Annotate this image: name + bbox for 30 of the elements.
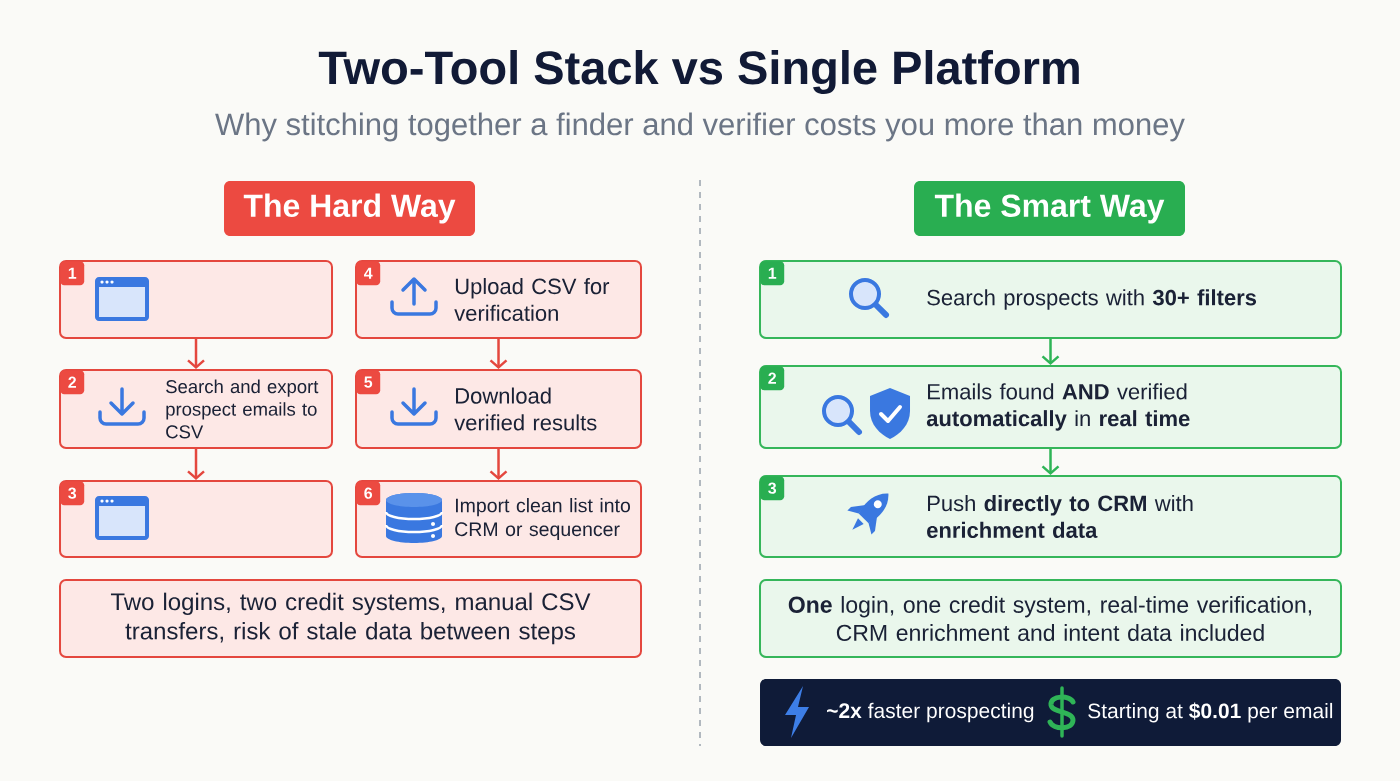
step-text: Search prospects with 30+ filters [927, 289, 1257, 310]
step-number: 4 [356, 261, 381, 286]
step-number: 1 [60, 261, 85, 286]
step-text: Import clean list into CRM or sequencer [455, 498, 630, 540]
step-number: 2 [60, 370, 85, 395]
step-text: Search and export prospect emails to CSV [166, 379, 319, 439]
section-header: The Hard Way [224, 181, 475, 236]
step-number: 2 [760, 366, 785, 391]
arrow [187, 449, 205, 480]
arrow [1041, 449, 1060, 475]
step-text: Download verified results [454, 387, 597, 431]
section-header: The Smart Way [914, 181, 1185, 236]
stat-text: Starting at $0.01 per email [1088, 702, 1333, 723]
stat-text: ~2x faster prospecting [827, 702, 1034, 723]
step-number: 5 [356, 370, 381, 395]
title: Two-Tool Stack vs Single Platform [318, 50, 1079, 94]
arrow [187, 339, 205, 369]
arrow [489, 339, 508, 369]
subtitle: Why stitching together a finder and verifier costs you more than money [215, 112, 1185, 142]
step-number: 1 [760, 261, 785, 286]
step-number: 6 [356, 481, 381, 506]
step-number: 3 [60, 481, 85, 506]
summary-box: One login, one credit system, real-time verification, CRM enrichment and intent data included [759, 579, 1342, 658]
arrow [1041, 339, 1060, 365]
arrow [489, 449, 508, 480]
step-text: Emails found AND verified automatically in real time [926, 383, 1190, 431]
step-number: 3 [760, 476, 785, 501]
step-text: Upload CSV for verification [454, 278, 610, 321]
summary-box: Two logins, two credit systems, manual CSV transfers, risk of stale data between steps [59, 579, 642, 658]
step-text: Push directly to CRM with enrichment data [927, 495, 1193, 538]
